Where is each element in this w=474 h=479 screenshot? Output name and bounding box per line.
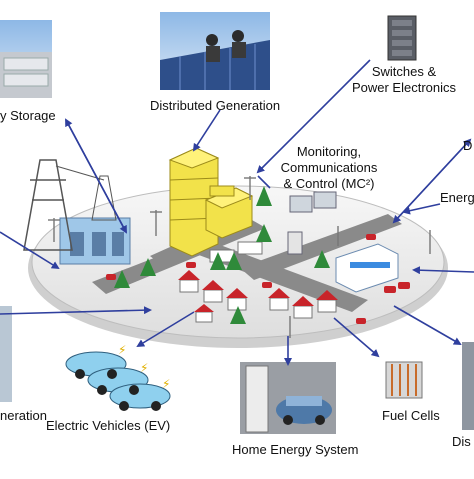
trees [114,186,330,324]
switches-label-line2: Power Electronics [351,80,457,95]
svg-text:⚡: ⚡ [162,377,170,391]
cars [106,234,410,324]
generation-photo [0,306,12,402]
svg-text:⚡: ⚡ [140,361,148,375]
industrial-building [335,243,399,293]
energy-storage-photo [0,20,52,98]
utility-poles [48,176,431,338]
switches-rack-photo [387,15,417,61]
home-energy-system-label: Home Energy System [232,442,359,457]
fuel-cells-label: Fuel Cells [382,408,440,423]
mc2-label-line2: Communications [280,160,378,175]
energy-storage-label: y Storage [0,108,56,123]
distribution-photo [462,342,474,430]
connector-arrows [0,59,474,366]
office-tower [168,147,254,257]
bottom-right-label: Dis [452,434,471,449]
generation-label: neration [0,408,47,423]
distributed-generation-label: Distributed Generation [150,98,281,113]
mc2-label-line1: Monitoring, [296,144,362,159]
right-top-label: D [463,138,473,153]
mc2-label-line3: & Control (MC²) [283,176,375,191]
svg-text:⚡: ⚡ [118,343,126,357]
switches-label-line1: Switches & [371,64,437,79]
distributed-generation-photo [160,12,270,90]
right-mid-label: Energ [440,190,474,205]
ev-cars: ⚡ ⚡ ⚡ [65,343,171,411]
home-energy-photo [240,362,336,434]
fuel-cell-stack [385,361,423,399]
control-center [287,191,337,255]
electric-vehicles-label: Electric Vehicles (EV) [46,418,171,433]
